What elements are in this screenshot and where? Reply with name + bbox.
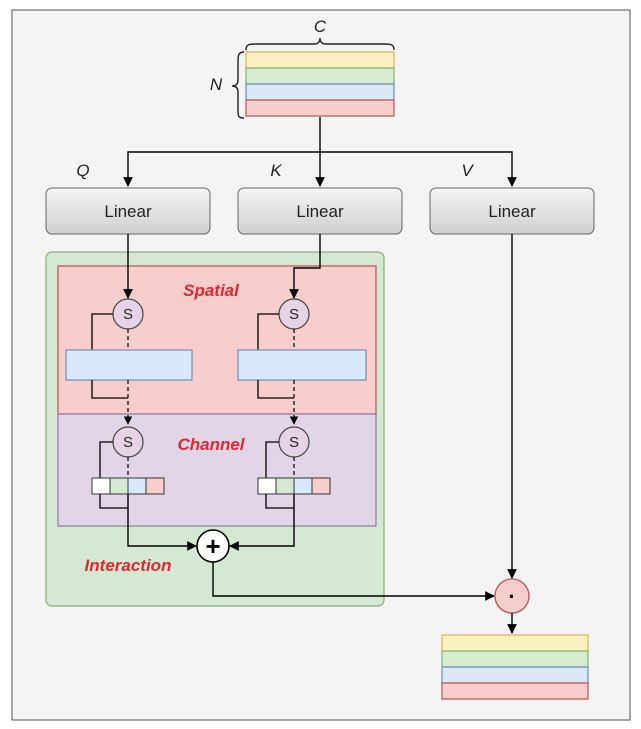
k-to-add (229, 494, 295, 551)
linear-v-label: Linear (488, 202, 536, 221)
q-spatial-softmax-symbol: S (123, 306, 133, 323)
q-spatial-feature-map (65, 349, 193, 381)
spatial-region (57, 265, 377, 415)
k-spatial-feature-map (237, 349, 367, 381)
k-spatial-skip-bottom (257, 380, 294, 399)
q-label: Q (76, 161, 89, 180)
k-channel-vector (257, 477, 331, 495)
n-label: N (210, 75, 223, 94)
linear-q-label: Linear (104, 202, 152, 221)
q-channel-skip-bottom (99, 494, 128, 509)
q-spatial-skip-bottom (91, 380, 128, 399)
output-stripe-blue (441, 666, 589, 684)
n-brace (231, 51, 245, 119)
connector-to-q (123, 151, 320, 187)
q-channel-softmax-symbol: S (123, 434, 133, 451)
add-symbol: + (205, 531, 220, 561)
k-channel-softmax-symbol: S (289, 434, 299, 451)
q-channel-vector (91, 477, 165, 495)
token-stripe-green (245, 67, 395, 85)
connector-to-v (320, 151, 517, 187)
token-stripe-blue (245, 83, 395, 101)
multiply-symbol: · (508, 584, 515, 609)
q-channel-skip-top (99, 441, 113, 478)
linear-k-label: Linear (296, 202, 344, 221)
channel-label: Channel (177, 435, 245, 454)
token-stripe-red (245, 99, 395, 117)
output-token-stack (441, 634, 589, 700)
output-stripe-yellow (441, 634, 589, 652)
input-token-stack (245, 51, 395, 117)
k-label: K (270, 161, 282, 180)
c-label: C (314, 17, 327, 36)
c-brace (245, 37, 395, 51)
v-label: V (461, 161, 474, 180)
q-to-add (127, 494, 197, 551)
k-channel-skip-top (265, 441, 279, 478)
token-stripe-yellow (245, 51, 395, 69)
interaction-label: Interaction (85, 556, 172, 575)
k-spatial-softmax-symbol: S (289, 306, 299, 323)
output-stripe-green (441, 650, 589, 668)
channel-region (57, 413, 377, 527)
k-linear-to-softmax (289, 234, 321, 299)
spatial-label: Spatial (183, 281, 240, 300)
interaction-to-multiply (212, 562, 495, 601)
output-stripe-red (441, 682, 589, 700)
k-channel-skip-bottom (265, 494, 294, 509)
